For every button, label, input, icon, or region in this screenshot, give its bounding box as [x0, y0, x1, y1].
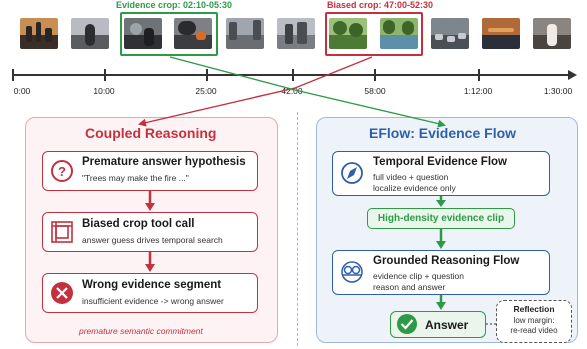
premature-hypothesis-title: Premature answer hypothesis — [82, 156, 246, 168]
video-frame-11 — [533, 18, 571, 49]
svg-text:?: ? — [58, 164, 66, 179]
biased-crop-arrow — [138, 56, 373, 127]
biased-crop-box — [325, 12, 423, 56]
premature-hypothesis-subtitle: "Trees may make the fire ..." — [82, 173, 189, 183]
biased-crop-title: Biased crop tool call — [82, 218, 195, 230]
x-circle-icon — [51, 282, 73, 304]
right-flow-arrow — [436, 229, 446, 249]
timeline-tick — [478, 69, 480, 81]
compass-icon — [341, 162, 363, 184]
tick-label: 1:12:00 — [463, 86, 493, 96]
answer-label: Answer — [425, 318, 469, 332]
coupled-reasoning-title: Coupled Reasoning — [85, 125, 217, 141]
wrong-evidence-subtitle: insufficient evidence -> wrong answer — [82, 296, 224, 306]
reflection-box: Reflection low margin: re-read video — [496, 300, 572, 343]
evidence-crop-box — [120, 12, 218, 56]
video-frame-4 — [174, 18, 212, 49]
video-frame-5 — [226, 18, 264, 49]
temporal-evidence-card — [332, 151, 550, 196]
reflection-text: low margin: re-read video — [497, 316, 571, 335]
video-frame-1 — [20, 18, 58, 49]
tick-label: 58:00 — [364, 86, 386, 96]
premature-hypothesis-card — [42, 151, 258, 191]
left-flow-arrow — [145, 191, 155, 211]
premature-commitment-footnote: premature semantic commitment — [79, 326, 203, 336]
grounded-reasoning-line: reason and answer — [373, 282, 446, 292]
evidence-crop-label: Evidence crop: 02:10-05:30 — [116, 0, 233, 10]
tick-label: 42:00 — [281, 86, 303, 96]
grounded-reasoning-title: Grounded Reasoning Flow — [373, 255, 520, 267]
network-icon — [341, 261, 363, 283]
panel-divider — [297, 112, 298, 346]
wrong-evidence-title: Wrong evidence segment — [82, 279, 222, 291]
evidence-clip-box: High-density evidence clip — [367, 208, 515, 229]
evidence-clip-label: High-density evidence clip — [377, 213, 505, 224]
biased-crop-subtitle: answer guess drives temporal search — [82, 235, 223, 245]
tick-label: 1:30:00 — [543, 86, 573, 96]
timeline-tick — [292, 69, 294, 81]
grounded-reasoning-card — [332, 250, 550, 295]
video-frame-3 — [124, 18, 162, 49]
eflow-title: EFlow: Evidence Flow — [369, 125, 517, 141]
temporal-evidence-title: Temporal Evidence Flow — [373, 156, 507, 168]
video-frame-6 — [277, 18, 315, 49]
check-icon — [397, 314, 417, 334]
evidence-crop-arrow — [169, 56, 446, 128]
video-frame-7 — [329, 18, 367, 49]
question-icon: ? — [51, 160, 73, 182]
crop-icon — [51, 221, 73, 243]
video-frame-10 — [482, 18, 520, 49]
wrong-evidence-card — [42, 273, 258, 313]
video-frame-8 — [380, 18, 418, 49]
tick-label: 0:00 — [13, 86, 31, 96]
left-flow-arrow — [145, 252, 155, 272]
reflection-line: low margin: — [513, 316, 555, 325]
temporal-evidence-line: localize evidence only — [373, 183, 456, 193]
video-frame-2 — [71, 18, 109, 49]
biased-crop-card — [42, 212, 258, 252]
timeline-tick — [104, 69, 106, 81]
right-flow-arrow — [436, 295, 446, 310]
timeline-tick — [12, 69, 14, 81]
reflection-line: re-read video — [510, 325, 558, 335]
biased-crop-label: Biased crop: 47:00-52:30 — [327, 0, 434, 10]
timeline-tick — [206, 69, 208, 81]
right-flow-arrow — [436, 196, 446, 207]
tick-label: 25:00 — [195, 86, 217, 96]
timeline-tick — [374, 69, 376, 81]
tick-label: 10:00 — [93, 86, 115, 96]
temporal-evidence-line: full video + question — [373, 172, 449, 182]
grounded-reasoning-line: evidence clip + question — [373, 271, 464, 281]
reflection-title: Reflection — [513, 304, 555, 314]
video-frame-9 — [431, 18, 469, 49]
timeline-arrowhead — [568, 70, 577, 80]
